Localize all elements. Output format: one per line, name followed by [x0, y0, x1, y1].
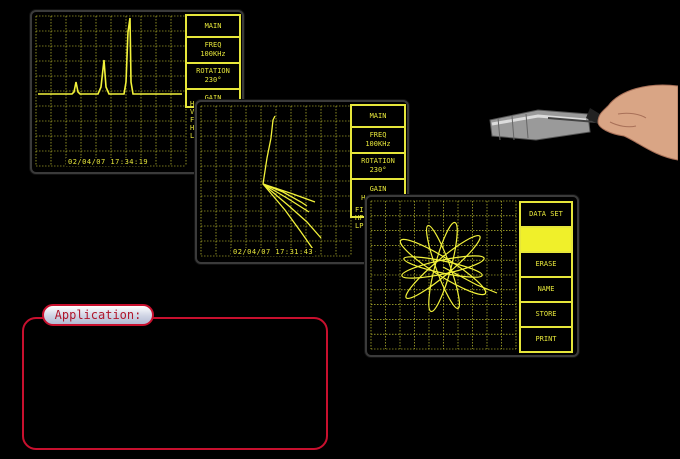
- screen1-menu-item[interactable]: ROTATION 230°: [185, 62, 241, 90]
- screen2-side-labels: FI HP LP: [355, 206, 364, 230]
- application-panel: [22, 317, 328, 450]
- screen3-menu-item[interactable]: PRINT: [519, 326, 573, 353]
- lissajous-grid: [370, 200, 517, 350]
- screen2-timestamp: 02/04/07 17:31:43: [231, 248, 316, 256]
- impedance-grid: [200, 105, 352, 257]
- screen3-menu-item[interactable]: NAME: [519, 276, 573, 303]
- application-label: Application:: [42, 304, 154, 326]
- screen2-menu-item[interactable]: MAIN: [350, 104, 406, 128]
- screen2-menu-item[interactable]: ROTATION 230°: [350, 152, 406, 180]
- screen3-menu-item[interactable]: [519, 226, 573, 253]
- screen3-menu-item[interactable]: STORE: [519, 301, 573, 328]
- screen1-timestamp: 02/04/07 17:34:19: [66, 158, 151, 166]
- lissajous-traces: [399, 221, 498, 313]
- screen3-menu-item[interactable]: ERASE: [519, 251, 573, 278]
- screen1-side-labels: H V F H L: [190, 100, 195, 140]
- screen2-menu-item[interactable]: FREQ 100KHz: [350, 126, 406, 154]
- screen1-menu-item[interactable]: MAIN: [185, 14, 241, 38]
- screen1-menu-item[interactable]: FREQ 100KHz: [185, 36, 241, 64]
- hand-holding-probe-icon: [489, 84, 678, 161]
- screen3-menu-item[interactable]: DATA SET: [519, 201, 573, 228]
- impedance-traces: [262, 115, 322, 253]
- spectrum-trace: [38, 17, 182, 95]
